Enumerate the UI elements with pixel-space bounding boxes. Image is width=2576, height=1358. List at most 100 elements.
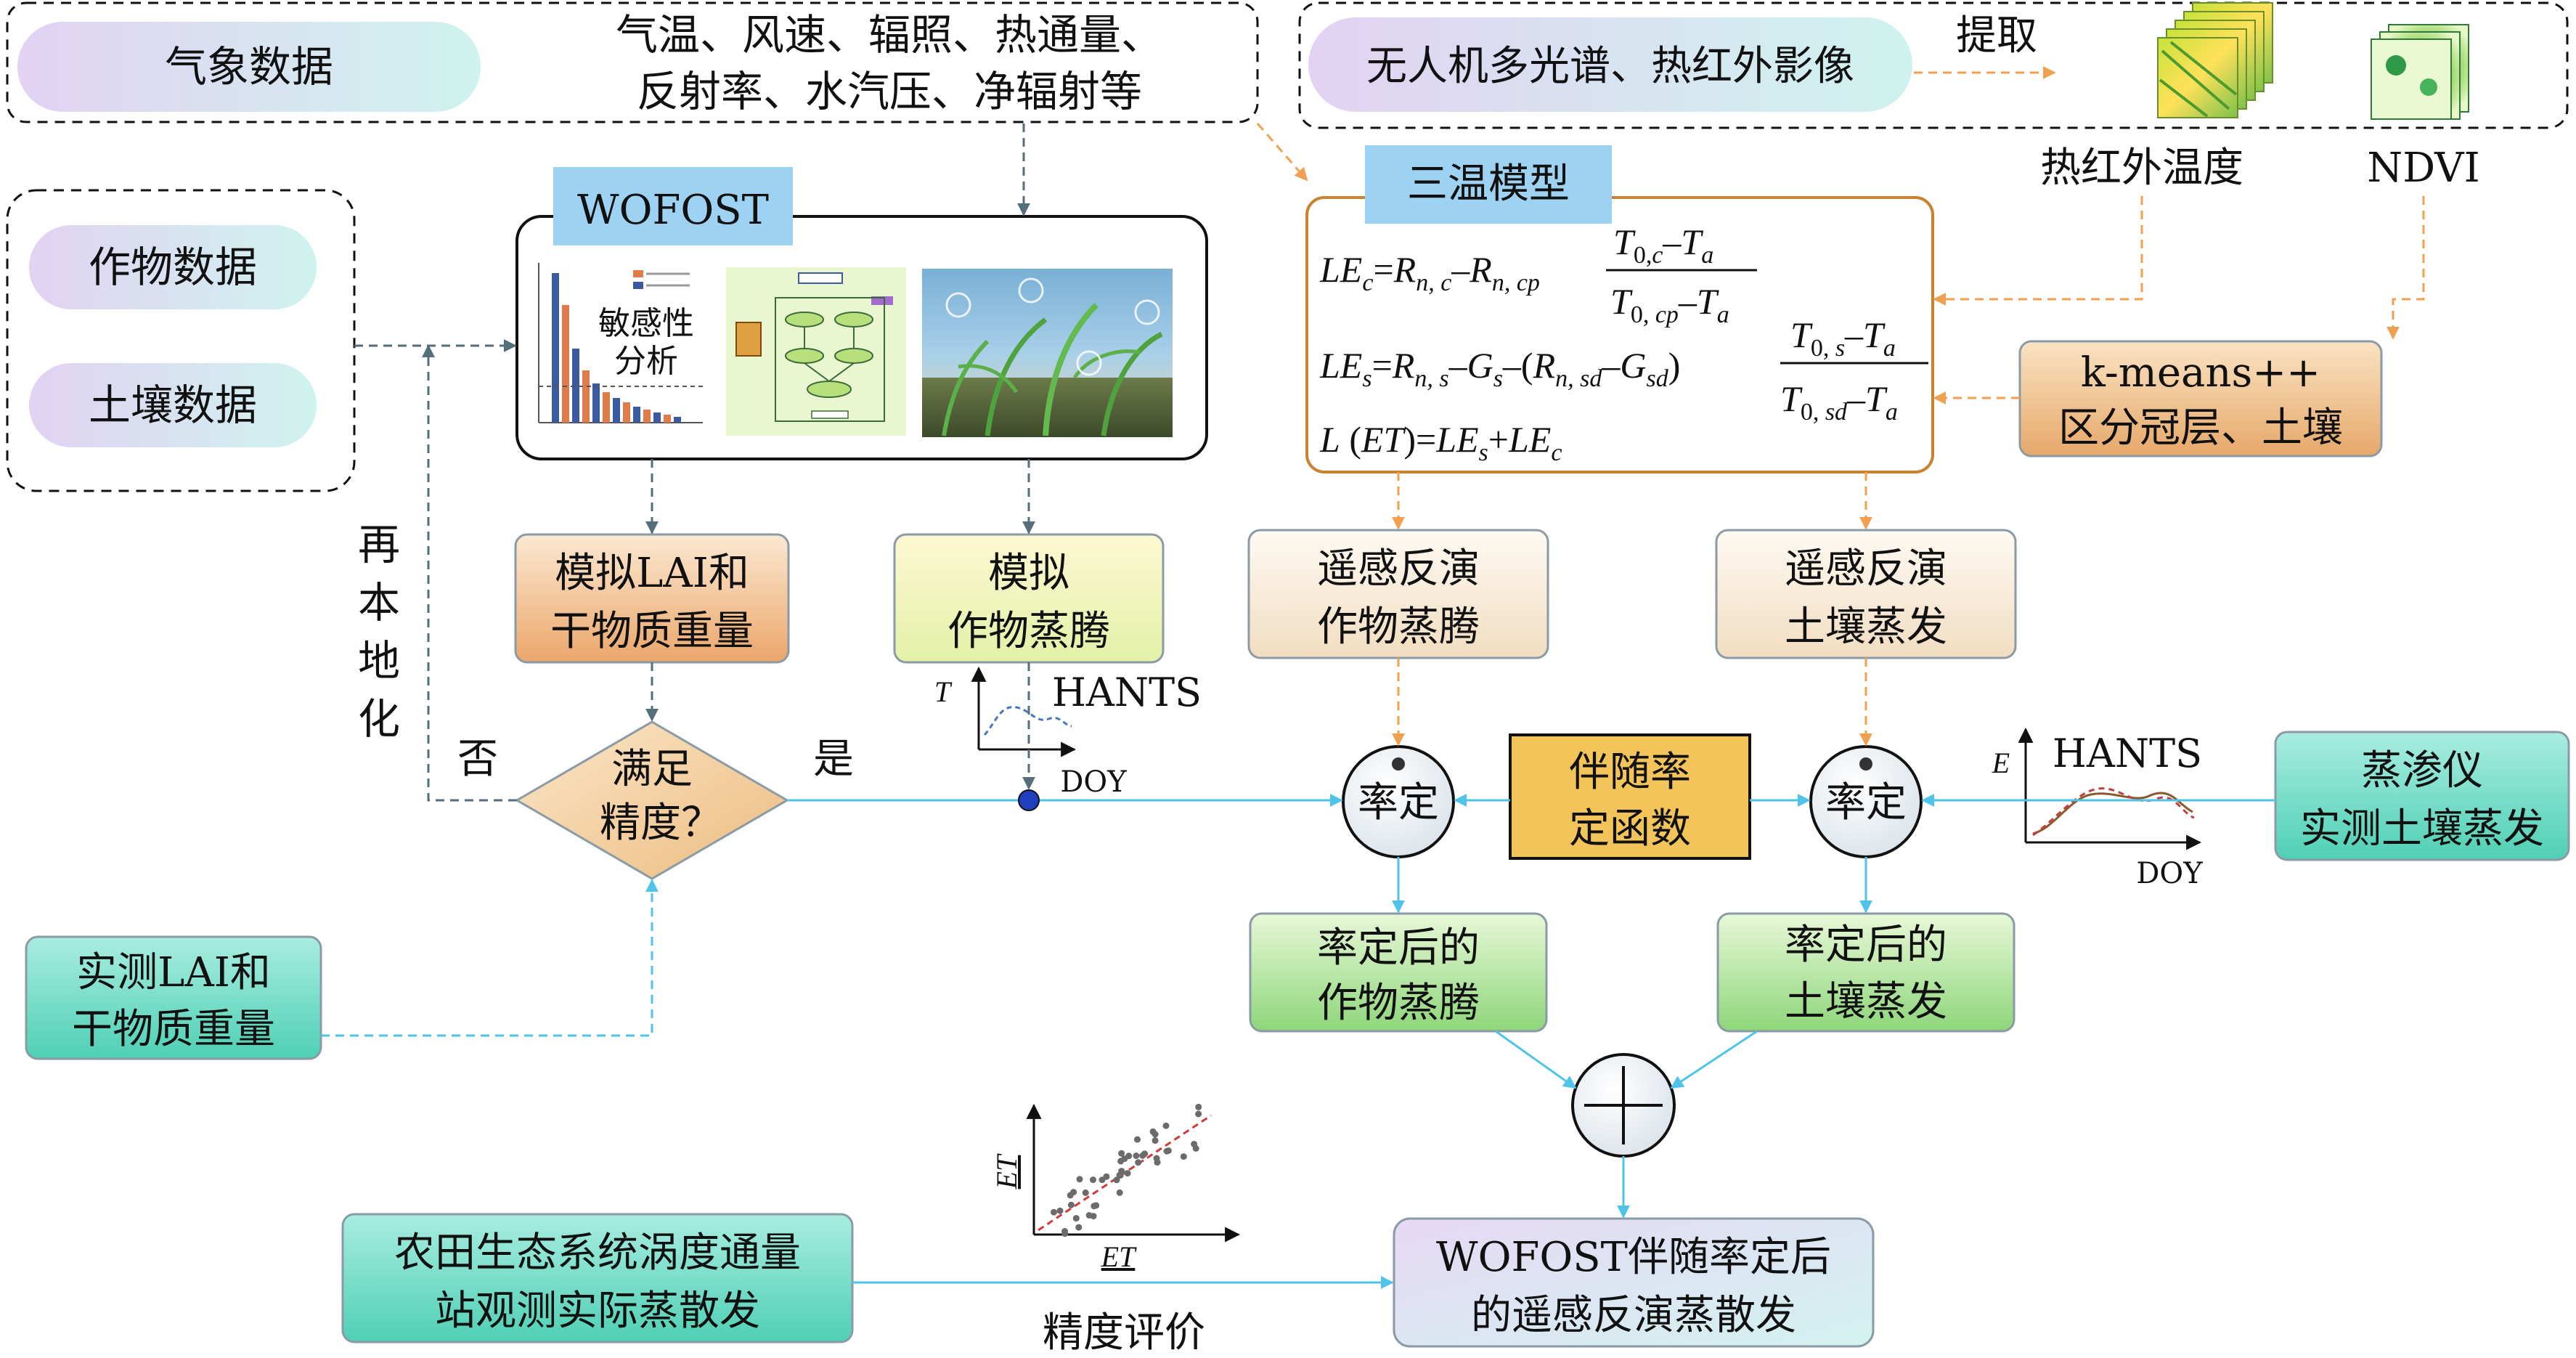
calib-node-crop-label: 率定 <box>1358 779 1439 826</box>
thermal-temp-label: 热红外温度 <box>2040 145 2243 192</box>
lysimeter-line2: 实测土壤蒸发 <box>2300 805 2544 853</box>
scatter-point <box>1113 1176 1120 1184</box>
cal-crop-to-sum-arrow <box>1495 1030 1577 1089</box>
final-result-box <box>1393 1217 1875 1348</box>
input-group-box <box>6 189 356 492</box>
rs-soil-line2: 土壤蒸发 <box>1785 603 1947 651</box>
scatter-point <box>1051 1208 1057 1216</box>
calib-node-soil-dot <box>1859 757 1872 771</box>
scatter-point <box>1076 1176 1083 1183</box>
scatter-point <box>1090 1176 1096 1184</box>
scatter-point <box>1124 1170 1131 1177</box>
meteo-vars-line1: 气温、风速、辐照、热通量、 <box>616 10 1163 60</box>
scatter-point <box>1099 1176 1106 1184</box>
orange-connectors <box>1256 66 2425 747</box>
measured-lai-to-decision-arrow <box>321 879 659 1037</box>
scatter-x-axis: ET <box>1101 1240 1137 1273</box>
sensitivity-line1: 敏感性 <box>598 305 694 342</box>
sensitivity-line2: 分析 <box>614 343 678 380</box>
thermal-image-stack <box>2157 2 2273 118</box>
decision-yes-label: 是 <box>813 736 854 783</box>
scatter-point <box>1163 1147 1170 1155</box>
scatter-points <box>1051 1103 1202 1237</box>
scatter-point <box>1195 1103 1202 1110</box>
scatter-point <box>1134 1136 1141 1143</box>
extract-label: 提取 <box>1956 12 2037 60</box>
scatter-point <box>1180 1153 1187 1160</box>
reloc-char-4: 化 <box>358 694 400 744</box>
scatter-y-axis: ET <box>990 1153 1023 1190</box>
three-temp-eq1: LEc=Rn, c–Rn, cp T0,c–Ta T0, cp–Ta <box>1319 221 1757 328</box>
lysimeter-box <box>2274 731 2570 861</box>
scatter-point <box>1067 1201 1075 1208</box>
scatter-point <box>1091 1203 1098 1210</box>
eddy-line1: 农田生态系统涡度通量 <box>394 1229 801 1277</box>
calib-function-box <box>1509 733 1751 860</box>
meteo-vars-line2: 反射率、水汽压、净辐射等 <box>637 67 1142 116</box>
ndvi-label: NDVI <box>2367 145 2479 192</box>
svg-text:T0,c–Ta: T0,c–Ta <box>1613 221 1713 269</box>
meteo-data-pill <box>17 22 481 112</box>
scatter-point <box>1075 1224 1083 1231</box>
soil-data-pill <box>29 363 317 447</box>
thermal-to-three-temp-arrow <box>1933 196 2143 306</box>
measured-lai-line2: 干物质重量 <box>72 1006 275 1053</box>
decision-line2: 精度？ <box>600 800 722 847</box>
scatter-point <box>1154 1159 1161 1166</box>
accuracy-decision-diamond <box>515 720 789 880</box>
scatter-point <box>1195 1110 1202 1118</box>
calib-node-crop-dot <box>1392 757 1405 771</box>
hants-right-x-axis: DOY <box>2136 857 2203 890</box>
final-line1: WOFOST伴随率定后 <box>1436 1234 1831 1281</box>
scatter-point <box>1141 1150 1149 1158</box>
decision-line1: 满足 <box>611 746 693 793</box>
reloc-char-3: 地 <box>358 636 400 686</box>
scatter-point <box>1070 1189 1077 1196</box>
cal-soil-to-sum-arrow <box>1670 1030 1758 1089</box>
scatter-point <box>1072 1215 1080 1222</box>
ndvi-to-kmeans-arrow <box>2387 196 2425 340</box>
rs-soil-line1: 遥感反演 <box>1785 545 1947 593</box>
soil-data-label: 土壤数据 <box>89 381 257 430</box>
sensitivity-chart-thumbnail <box>538 263 703 423</box>
rs-crop-line1: 遥感反演 <box>1317 545 1480 593</box>
gray-connectors <box>354 123 1035 802</box>
wofost-tag <box>553 167 793 245</box>
measured-lai-line1: 实测LAI和 <box>76 949 271 996</box>
sim-trans-line2: 作物蒸腾 <box>947 608 1110 655</box>
junction-dot <box>1018 789 1040 811</box>
blue-connectors <box>787 794 2275 1289</box>
hants-right-plot <box>2018 727 2202 850</box>
reloc-feedback-arrow <box>422 344 517 802</box>
meteo-data-label: 气象数据 <box>165 42 333 92</box>
reloc-char-1: 再 <box>358 520 400 569</box>
scatter-point <box>1135 1159 1142 1166</box>
crop-data-pill <box>29 225 317 309</box>
measured-lai-box <box>25 935 322 1060</box>
meteo-to-three-temp-arrow <box>1256 123 1308 182</box>
sim-trans-line1: 模拟 <box>988 550 1069 597</box>
scatter-point <box>1082 1189 1089 1196</box>
scatter-point <box>1152 1137 1159 1144</box>
scatter-point <box>1061 1230 1069 1237</box>
calib-node-soil-label: 率定 <box>1825 779 1907 826</box>
hants-left-x-axis: DOY <box>1060 765 1127 799</box>
decision-no-label: 否 <box>457 736 498 783</box>
uav-group-box <box>1298 1 2569 129</box>
scatter-point <box>1118 1150 1125 1157</box>
hants-left-plot <box>971 666 1077 757</box>
uav-imagery-pill <box>1308 17 1912 112</box>
calib-func-line2: 定函数 <box>1569 805 1691 853</box>
final-line2: 的遥感反演蒸散发 <box>1471 1292 1796 1339</box>
scatter-point <box>1162 1122 1170 1129</box>
scatter-point <box>1152 1131 1159 1138</box>
three-temp-tag <box>1365 145 1612 224</box>
scatter-point <box>1121 1155 1128 1163</box>
model-flowchart-thumbnail <box>726 267 906 436</box>
sim-lai-line2: 干物质重量 <box>550 608 754 655</box>
scatter-point <box>1056 1207 1064 1214</box>
hants-left-label: HANTS <box>1052 670 1202 715</box>
three-temp-box <box>1305 196 1934 473</box>
cal-crop-line2: 作物蒸腾 <box>1317 980 1480 1027</box>
